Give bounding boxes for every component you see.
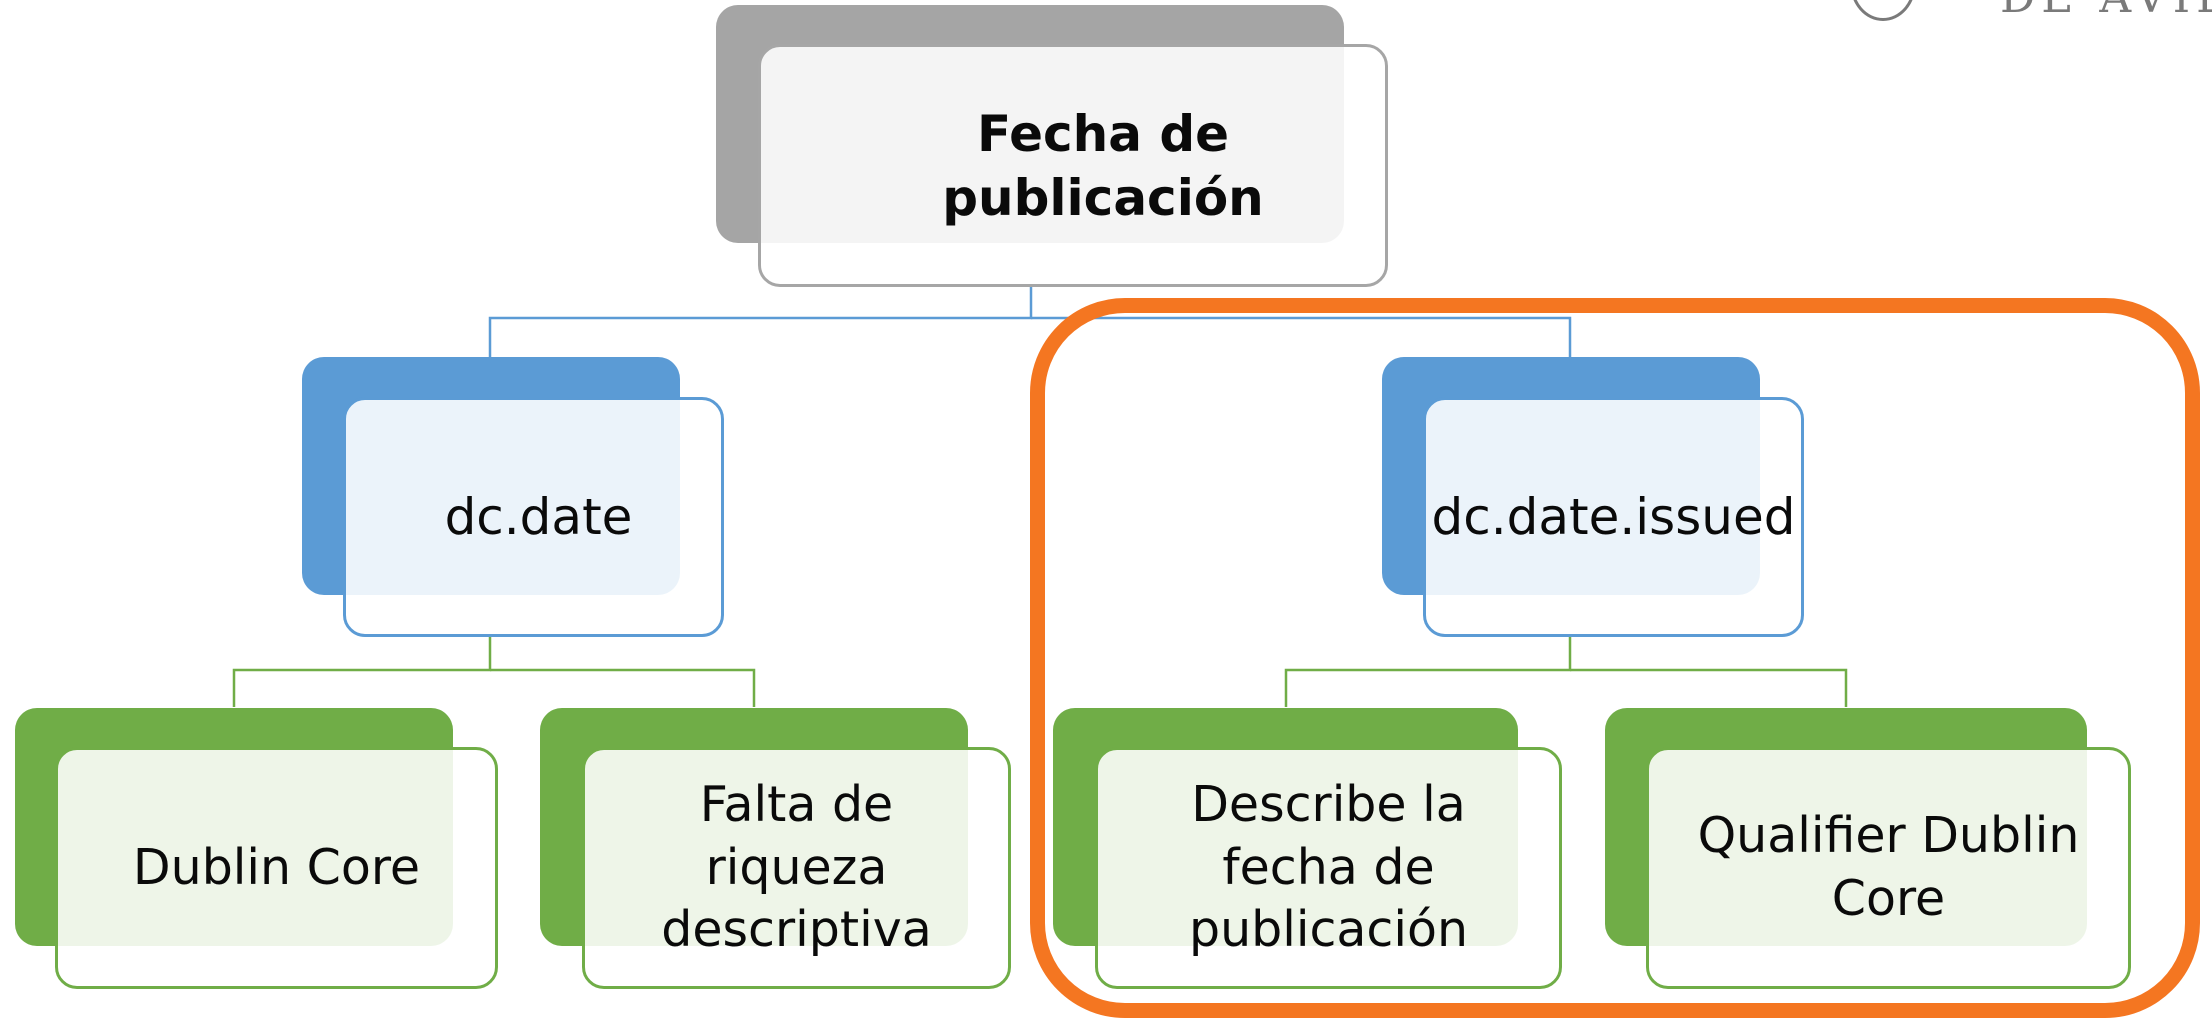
node-dc-date-issued-label: dc.date.issued	[1431, 488, 1796, 546]
node-dc-date-label: dc.date	[444, 488, 633, 546]
connector-issued-to-qualifier	[1570, 668, 1848, 707]
connector-dc-date-to-dublin-core	[232, 635, 492, 707]
node-dublin-core-label: Dublin Core	[132, 838, 421, 896]
connector-issued-to-describe	[1284, 635, 1572, 707]
node-root-card: Fecha de publicación	[758, 44, 1388, 287]
connector-root-to-dc-date-issued	[1031, 316, 1572, 357]
node-qualifier-dublin-core-card: Qualifier Dublin Core	[1646, 747, 2131, 989]
university-logo-text: DE ÁVILA	[2000, 0, 2212, 23]
highlight-frame	[1030, 298, 2200, 1018]
node-dc-date-card: dc.date	[343, 397, 724, 637]
node-dublin-core-card: Dublin Core	[55, 747, 498, 989]
node-root-label: Fecha de publicación	[942, 104, 1264, 227]
node-falta-riqueza-label: Falta de riqueza descriptiva	[661, 775, 932, 959]
node-qualifier-dublin-core-label: Qualifier Dublin Core	[1697, 807, 2080, 927]
node-describe-fecha-label: Describe la fecha de publicación	[1188, 775, 1469, 959]
node-dc-date-issued-card: dc.date.issued	[1423, 397, 1804, 637]
node-falta-riqueza-card: Falta de riqueza descriptiva	[582, 747, 1011, 989]
node-describe-fecha-card: Describe la fecha de publicación	[1095, 747, 1562, 989]
connector-root-to-dc-date	[488, 287, 1033, 357]
connector-dc-date-to-falta	[490, 668, 756, 707]
